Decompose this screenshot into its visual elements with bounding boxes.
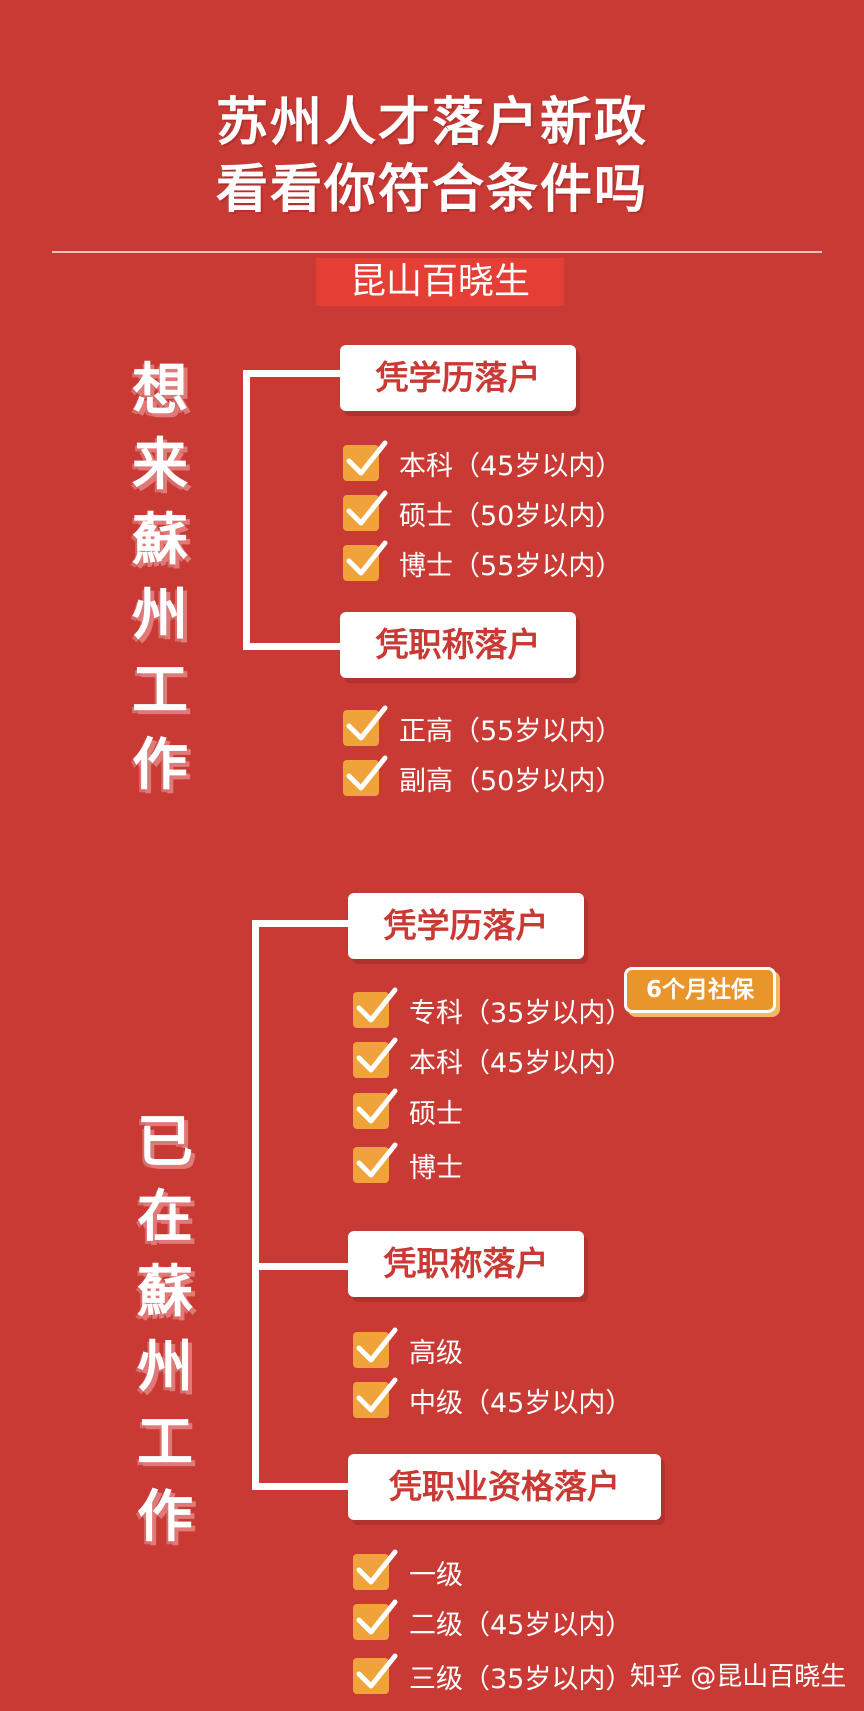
list-item: 高级 [353, 1327, 463, 1370]
section-edu-settlement: 凭学历落户 [340, 345, 576, 411]
vertical-char: 想 [132, 357, 188, 423]
item-label: 硕士（50岁以内） [399, 500, 623, 532]
item-label: 博士（55岁以内） [399, 550, 623, 582]
list-item: 本科（45岁以内） [353, 1037, 633, 1080]
list-item: 中级（45岁以内） [353, 1377, 633, 1420]
list-item: 本科（45岁以内） [343, 440, 623, 483]
vertical-char: 工 [137, 1409, 193, 1475]
vertical-char: 已 [137, 1109, 193, 1175]
vertical-heading-want-to-work: 想 来 蘇 州 工 作 [115, 353, 205, 803]
bracket-line [243, 370, 340, 377]
vertical-char: 来 [132, 432, 188, 498]
section-title-settlement: 凭职称落户 [340, 612, 576, 678]
check-icon [353, 1653, 398, 1694]
vertical-char: 蘇 [132, 507, 188, 573]
item-label: 本科（45岁以内） [409, 1047, 633, 1079]
check-icon [353, 1599, 398, 1640]
item-label: 高级 [409, 1337, 463, 1369]
list-item: 博士（55岁以内） [343, 540, 623, 583]
list-item: 副高（50岁以内） [343, 755, 623, 798]
check-icon [353, 1142, 398, 1183]
list-item: 硕士 [353, 1088, 463, 1131]
list-item: 专科（35岁以内） [353, 987, 633, 1030]
check-icon [353, 987, 398, 1028]
author-badge: 昆山百晓生 [316, 258, 564, 306]
list-item: 正高（55岁以内） [343, 705, 623, 748]
item-label: 副高（50岁以内） [399, 765, 623, 797]
vertical-heading-already-working: 已 在 蘇 州 工 作 [120, 1105, 210, 1555]
item-label: 中级（45岁以内） [409, 1387, 633, 1419]
item-label: 专科（35岁以内） [409, 997, 633, 1029]
check-icon [353, 1549, 398, 1590]
bracket-line [243, 643, 340, 650]
vertical-char: 工 [132, 657, 188, 723]
page-title: 苏州人才落户新政 [215, 92, 648, 153]
list-item: 三级（35岁以内） [353, 1653, 633, 1696]
check-icon [353, 1088, 398, 1129]
page-subtitle: 看看你符合条件吗 [215, 159, 648, 220]
check-icon [343, 705, 388, 746]
watermark: 知乎 @昆山百晓生 [630, 1662, 847, 1692]
item-label: 博士 [409, 1152, 463, 1184]
check-icon [353, 1037, 398, 1078]
bracket-line [243, 370, 250, 650]
vertical-char: 作 [137, 1484, 193, 1550]
vertical-char: 蘇 [137, 1259, 193, 1325]
item-label: 硕士 [409, 1098, 463, 1130]
section-title-settlement: 凭职称落户 [348, 1231, 584, 1297]
check-icon [343, 490, 388, 531]
vertical-char: 州 [137, 1334, 193, 1400]
item-label: 三级（35岁以内） [409, 1663, 633, 1695]
item-label: 二级（45岁以内） [409, 1609, 633, 1641]
check-icon [343, 440, 388, 481]
social-security-badge: 6个月社保 [624, 967, 776, 1013]
section-edu-settlement: 凭学历落户 [348, 893, 584, 959]
check-icon [353, 1327, 398, 1368]
item-label: 本科（45岁以内） [399, 450, 623, 482]
list-item: 博士 [353, 1142, 463, 1185]
list-item: 一级 [353, 1549, 463, 1592]
vertical-char: 作 [132, 732, 188, 798]
divider [52, 251, 822, 253]
vertical-char: 在 [137, 1184, 193, 1250]
bracket-line [252, 1263, 348, 1270]
list-item: 二级（45岁以内） [353, 1599, 633, 1642]
section-qualification-settlement: 凭职业资格落户 [348, 1454, 661, 1520]
bracket-line [252, 1483, 348, 1490]
check-icon [343, 540, 388, 581]
vertical-char: 州 [132, 582, 188, 648]
item-label: 一级 [409, 1559, 463, 1591]
bracket-line [252, 920, 259, 1490]
check-icon [343, 755, 388, 796]
check-icon [353, 1377, 398, 1418]
list-item: 硕士（50岁以内） [343, 490, 623, 533]
item-label: 正高（55岁以内） [399, 715, 623, 747]
bracket-line [252, 920, 348, 927]
